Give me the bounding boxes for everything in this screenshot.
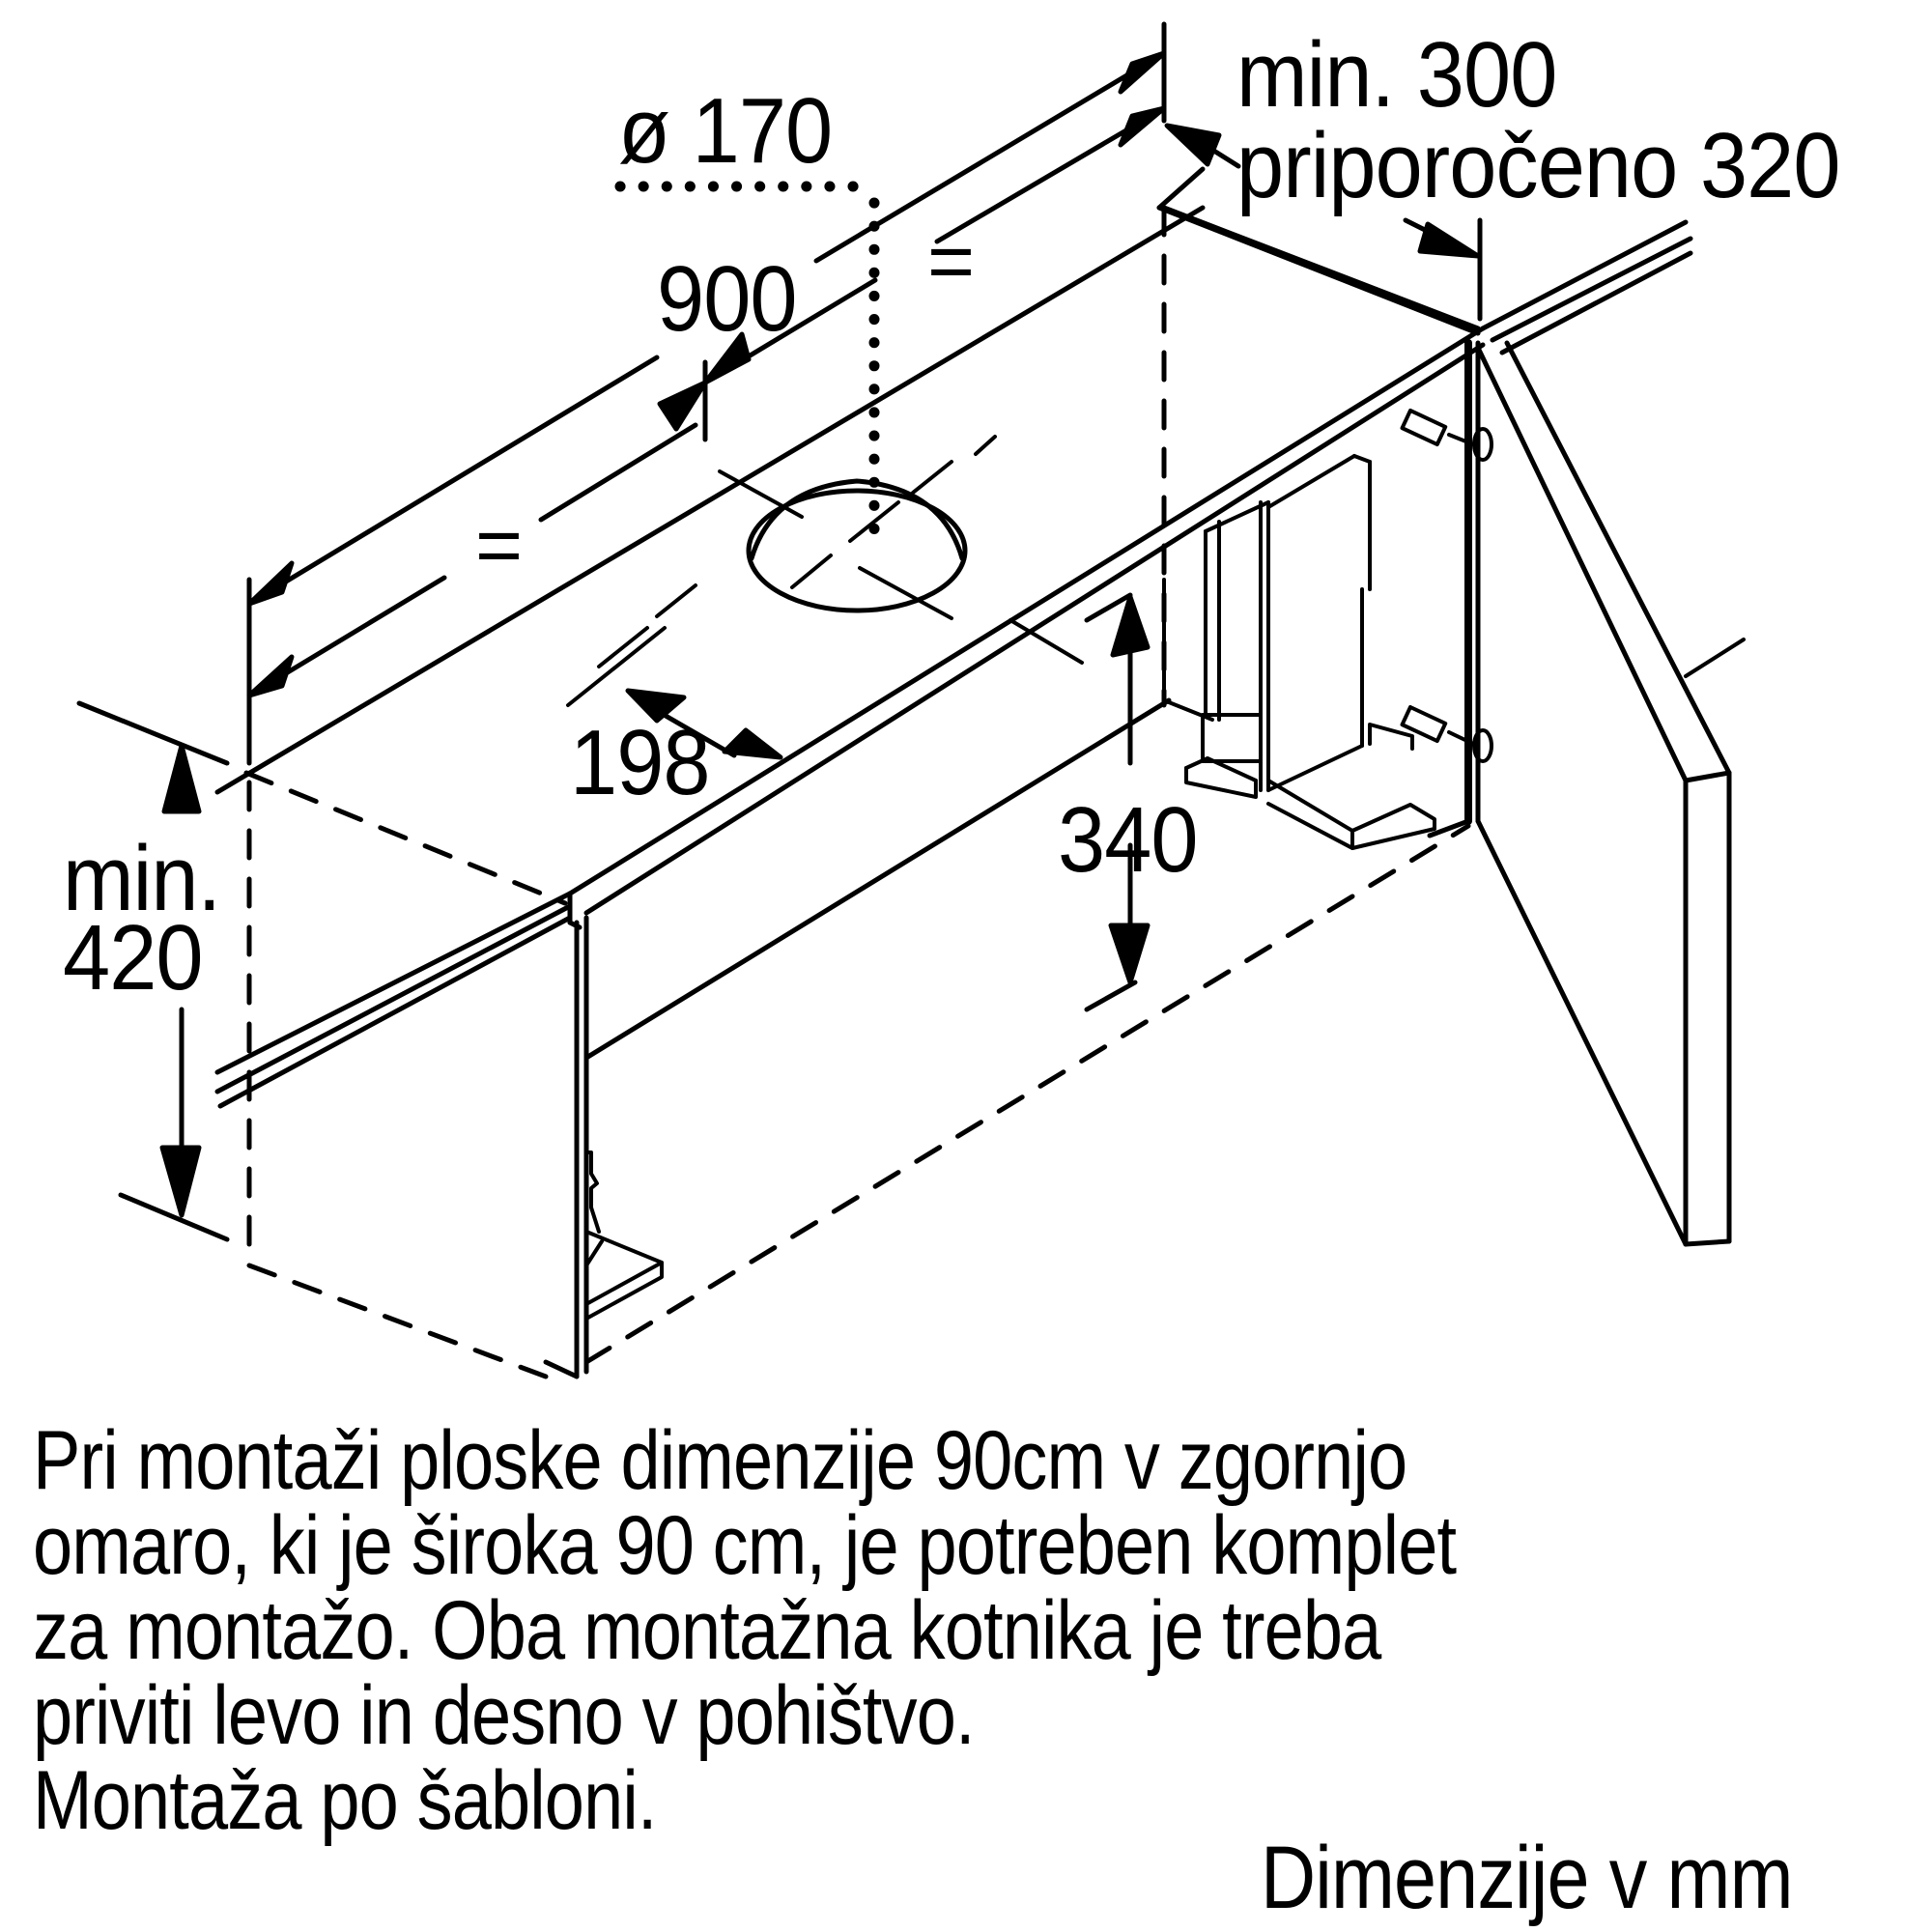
right-rail-extension <box>1480 219 1693 355</box>
hood-height-dimension-340 <box>1084 592 1151 1012</box>
duct-opening <box>746 478 968 613</box>
clearance-value-label: 420 <box>63 906 204 1009</box>
cabinet-door <box>1427 339 1746 1247</box>
duct-offset-dimension-198 <box>625 688 783 760</box>
clearance-dimension-420 <box>76 700 230 1242</box>
door-hinges <box>1400 408 1493 763</box>
duct-leader-dotted <box>614 181 880 542</box>
caption-line: Pri montaži ploske dimenzije 90cm v zgor… <box>33 1414 1407 1507</box>
equal-marker-left: = <box>475 499 523 590</box>
caption-line: Montaža po šabloni. <box>33 1754 657 1847</box>
duct-diameter-label: ø 170 <box>618 79 833 183</box>
cabinet-front-rail <box>214 326 1486 1109</box>
left-side-panel <box>543 915 664 1379</box>
duct-offset-label: 198 <box>570 711 711 814</box>
center-lines <box>566 435 1084 707</box>
hood-height-label: 340 <box>1058 788 1199 892</box>
width-label: 900 <box>657 247 798 351</box>
installation-instructions: Pri montaži ploske dimenzije 90cm v zgor… <box>33 1414 1457 1847</box>
caption-line: za montažo. Oba montažna kotnika je treb… <box>33 1584 1381 1677</box>
depth-dimension-300-320 <box>1161 205 1483 331</box>
caption-line: omaro, ki je široka 90 cm, je potreben k… <box>33 1499 1457 1592</box>
equal-marker-right: = <box>927 215 975 306</box>
appliance-body <box>1162 454 1436 850</box>
caption-line: priviti levo in desno v pohištvo. <box>33 1669 976 1762</box>
clearance-min-label: min. <box>63 827 221 930</box>
equal-split-dimension <box>246 105 1241 698</box>
units-note: Dimenzije v mm <box>1261 1829 1794 1927</box>
depth-min-label: min. 300 <box>1236 23 1557 127</box>
depth-recommended-label: priporočeno 320 <box>1236 114 1840 217</box>
